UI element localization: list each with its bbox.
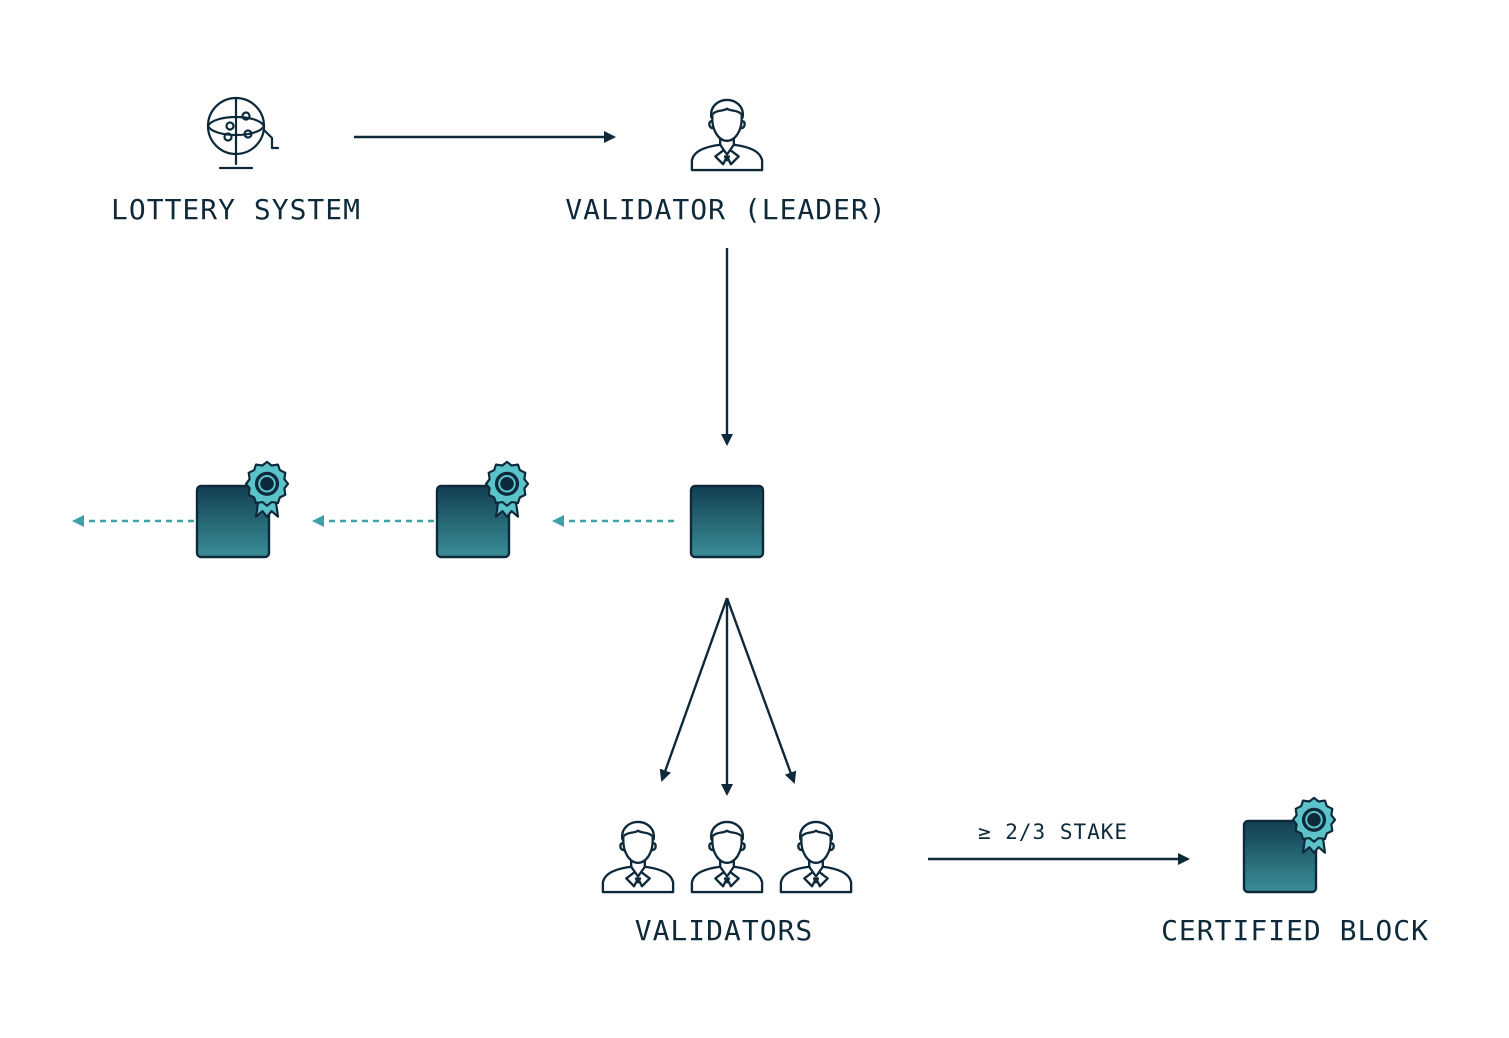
validator-person-icon [601, 820, 675, 894]
leader-person-icon [690, 98, 764, 172]
block-icon [195, 484, 271, 559]
stake-threshold-label: ≥ 2/3 STAKE [977, 820, 1129, 844]
lottery-drum-icon [206, 96, 280, 170]
arrow-block-to-validator [725, 597, 797, 784]
block-icon [435, 484, 511, 559]
certified-block-icon [1242, 819, 1318, 894]
certified-block-label: CERTIFIED BLOCK [1161, 914, 1429, 947]
validators-label: VALIDATORS [634, 914, 814, 947]
validator-person-icon [690, 820, 764, 894]
leader-label: VALIDATOR (LEADER) [565, 193, 887, 226]
new-block-icon [689, 484, 765, 559]
arrow-block-to-validator [659, 597, 729, 782]
validator-person-icon [779, 820, 853, 894]
lottery-system-label: LOTTERY SYSTEM [110, 193, 362, 226]
